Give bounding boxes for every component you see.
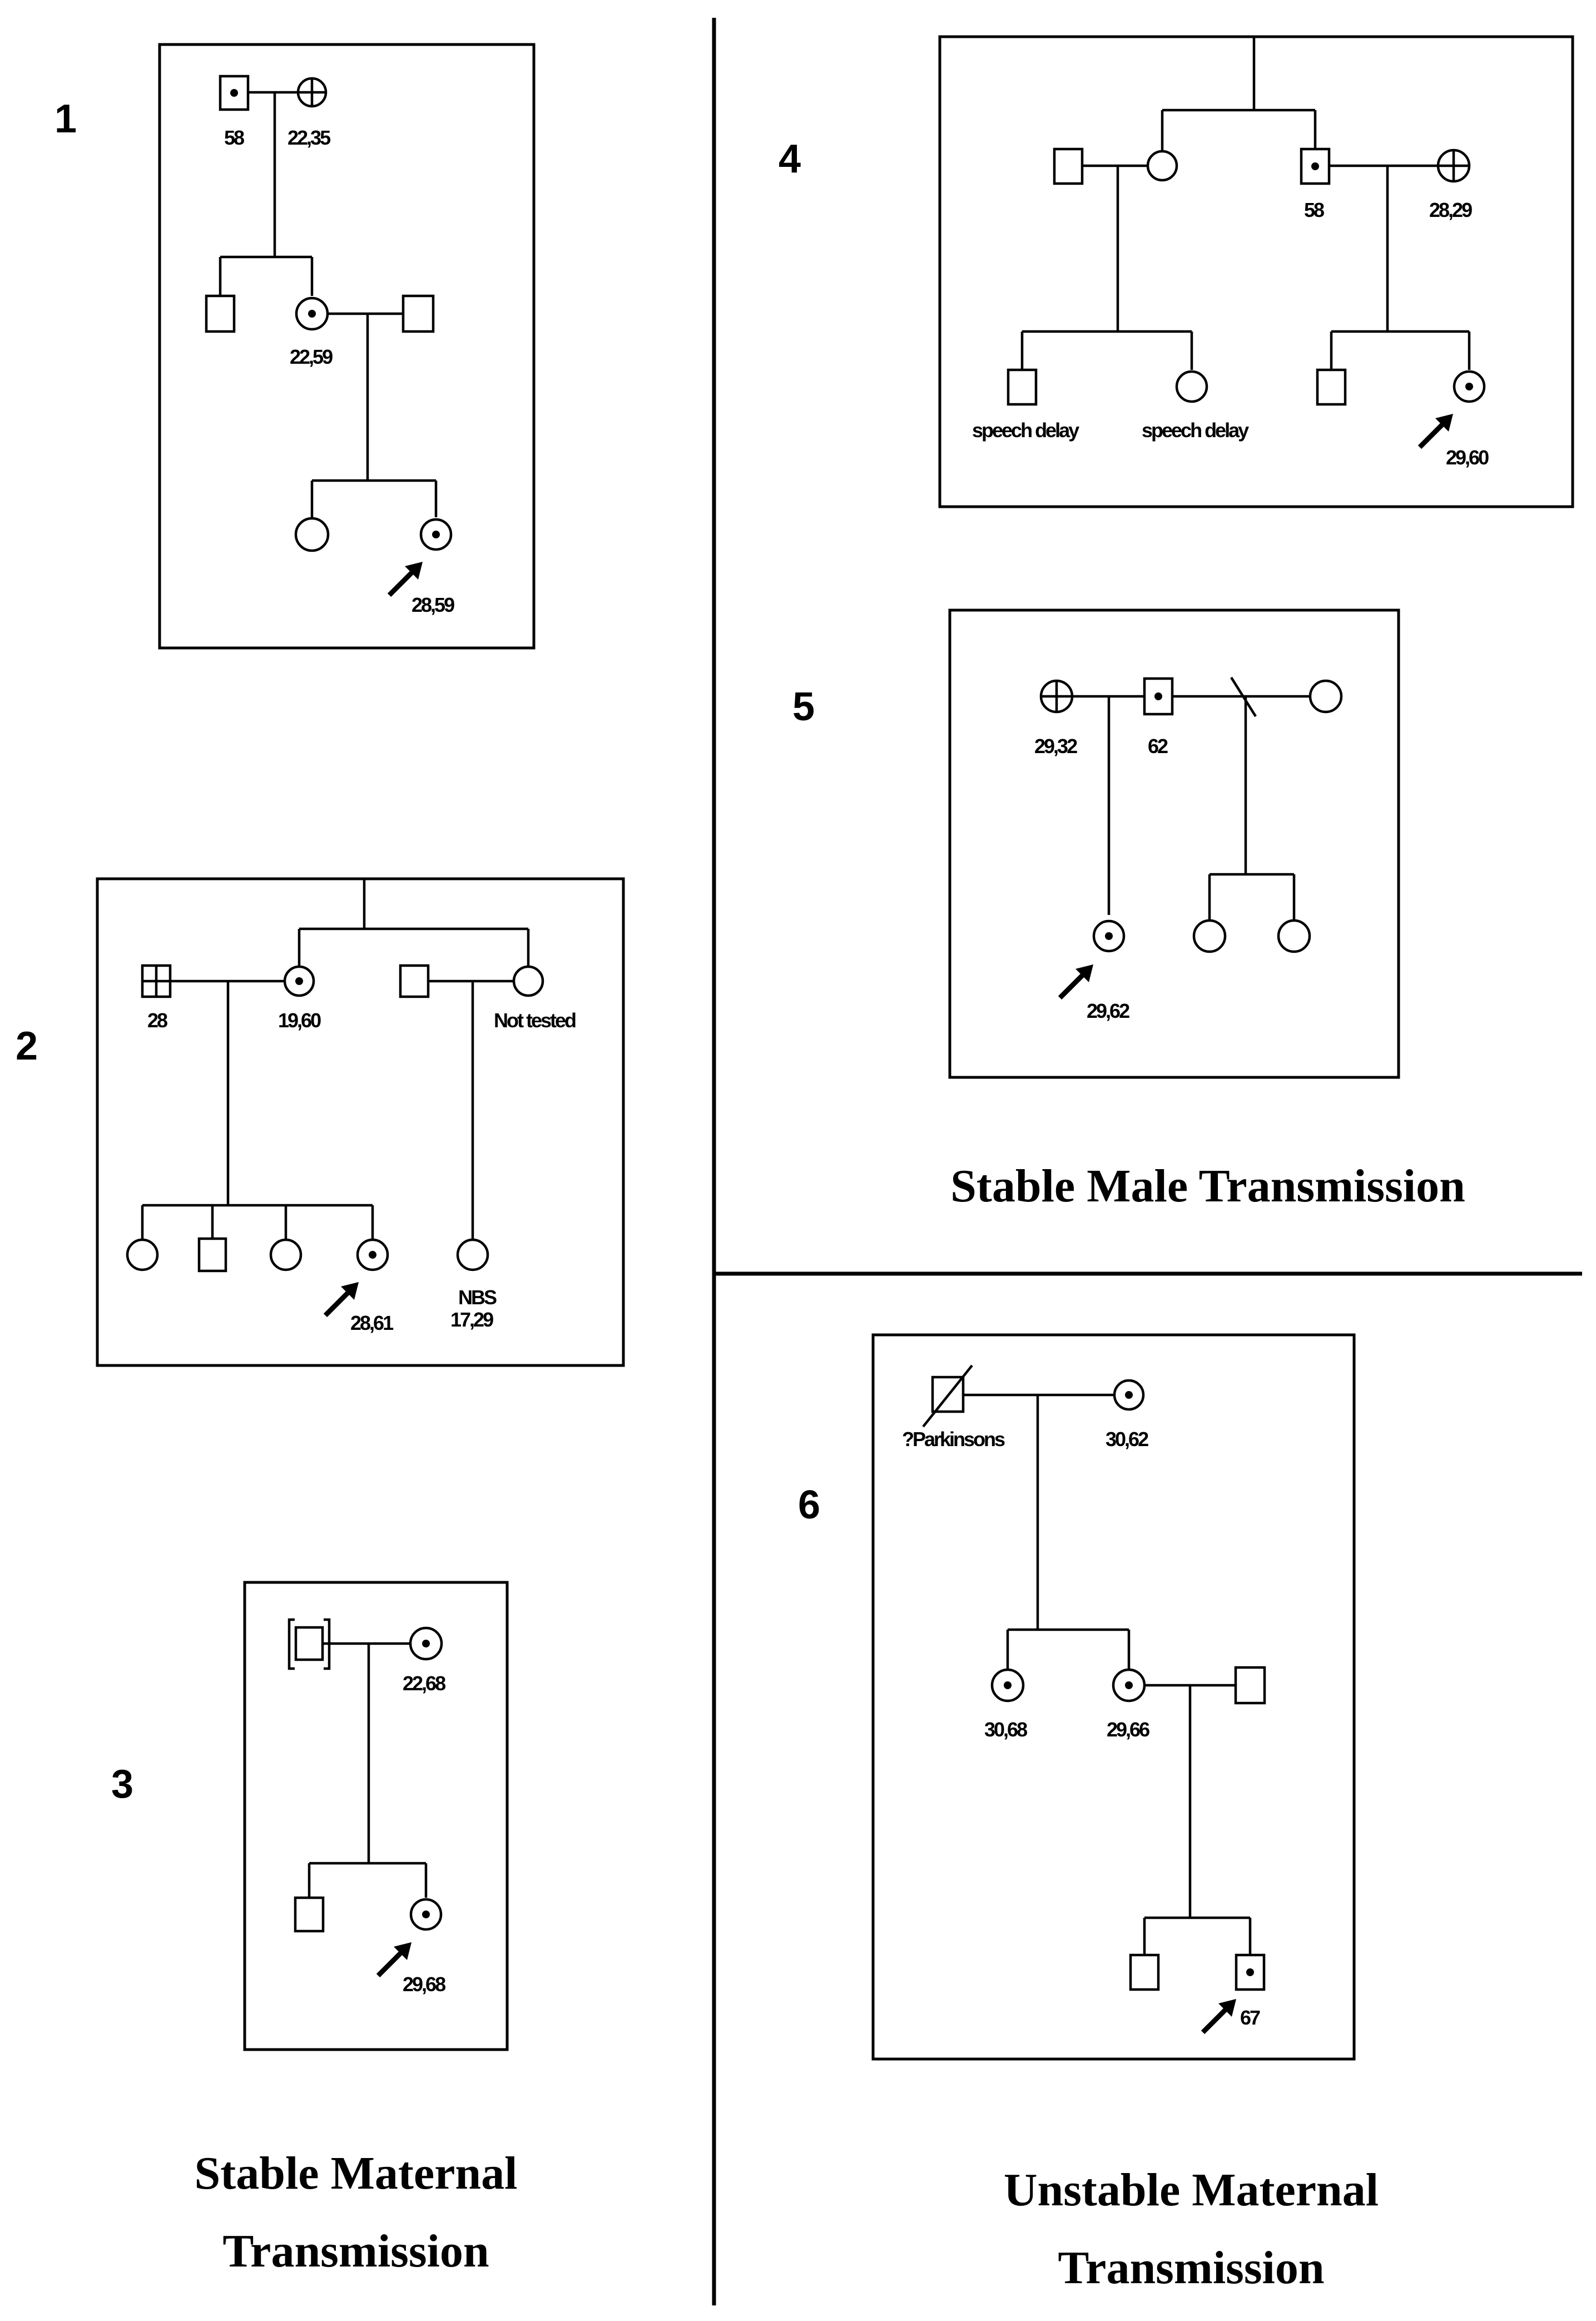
caption-unstable-maternal-line2: Transmission	[1058, 2242, 1324, 2294]
pedigree-panel-6: ?Parkinsons 30,62 30,68 29,66 67	[871, 1333, 1356, 2061]
label: 28	[147, 1009, 167, 1032]
pedigree-panel-1: 58 22,35 22,59 28,59	[158, 43, 536, 650]
adoption-bracket-left	[288, 1618, 295, 1670]
male-symbol	[1053, 147, 1084, 185]
female-symbol	[1175, 370, 1208, 403]
label: 30,62	[1106, 1428, 1148, 1451]
label: 67	[1240, 2006, 1260, 2029]
label: 30,68	[984, 1718, 1027, 1741]
label: 22,35	[288, 126, 331, 149]
proband-arrow	[378, 1942, 412, 1976]
male-symbol	[402, 294, 435, 333]
panel-number-2: 2	[16, 1024, 38, 1068]
label: 29,62	[1087, 999, 1129, 1022]
label: 28,61	[350, 1312, 394, 1334]
label: speech delay	[972, 419, 1079, 442]
label: ?Parkinsons	[902, 1428, 1005, 1451]
female-symbol	[512, 965, 544, 997]
male-symbol	[294, 1626, 324, 1661]
pedigree-panel-4: 58 28,29 speech delay speech delay 29,60	[938, 35, 1574, 508]
label: 22,68	[403, 1672, 445, 1695]
proband-arrow	[1420, 414, 1453, 447]
label: 58	[224, 126, 244, 149]
label: speech delay	[1142, 419, 1249, 442]
panel-number-6: 6	[798, 1483, 820, 1527]
male-carrier-symbol	[1143, 677, 1174, 716]
female-symbol	[1192, 919, 1227, 953]
label: 29,32	[1034, 735, 1077, 758]
pedigree-panel-2: 28 19,60 Not tested 28,61 NBS 17,29	[96, 877, 625, 1367]
female-symbol	[1277, 919, 1311, 953]
label: 28,59	[412, 593, 454, 616]
label: 19,60	[278, 1009, 321, 1032]
female-symbol	[269, 1238, 303, 1271]
proband-arrow	[1060, 964, 1093, 998]
male-symbol	[1007, 368, 1038, 406]
male-carrier-proband	[1235, 1953, 1266, 1991]
label: 28,29	[1429, 199, 1472, 221]
label: 29,60	[1446, 446, 1489, 469]
male-symbol	[1234, 1666, 1266, 1705]
proband-arrow	[389, 562, 423, 595]
label: NBS	[458, 1286, 497, 1309]
label: 29,66	[1107, 1718, 1149, 1741]
caption-stable-male: Stable Male Transmission	[950, 1160, 1465, 1212]
male-symbol	[399, 964, 430, 998]
label: 17,29	[450, 1308, 493, 1331]
label: 22,59	[290, 345, 333, 368]
female-symbol	[456, 1238, 489, 1271]
male-symbol	[1316, 368, 1347, 406]
female-symbol	[1308, 679, 1343, 714]
female-symbol	[294, 517, 330, 552]
female-symbol	[126, 1238, 159, 1271]
caption-stable-maternal-line1: Stable Maternal	[195, 2147, 518, 2199]
male-symbol	[1129, 1953, 1160, 1991]
label: 62	[1148, 735, 1168, 758]
male-symbol	[294, 1896, 325, 1933]
male-symbol	[197, 1237, 227, 1273]
panel-number-3: 3	[111, 1762, 133, 1807]
label: 29,68	[403, 1973, 445, 1996]
panel-number-1: 1	[54, 97, 77, 141]
pedigree-panel-3: 22,68 29,68	[243, 1581, 509, 2051]
label: 58	[1304, 199, 1324, 221]
female-symbol	[1146, 150, 1178, 182]
caption-stable-maternal-line2: Transmission	[222, 2225, 489, 2277]
pedigree-panel-5: 29,32 62 29,62	[948, 608, 1400, 1079]
adoption-bracket-right	[324, 1618, 331, 1670]
proband-arrow	[1203, 1999, 1236, 2032]
male-symbol	[205, 294, 236, 333]
proband-arrow	[325, 1282, 359, 1315]
panel-number-5: 5	[792, 685, 815, 729]
label: Not tested	[494, 1009, 576, 1032]
male-carrier-symbol	[1300, 147, 1331, 185]
caption-unstable-maternal-line1: Unstable Maternal	[1004, 2164, 1379, 2216]
panel-number-4: 4	[779, 137, 801, 181]
